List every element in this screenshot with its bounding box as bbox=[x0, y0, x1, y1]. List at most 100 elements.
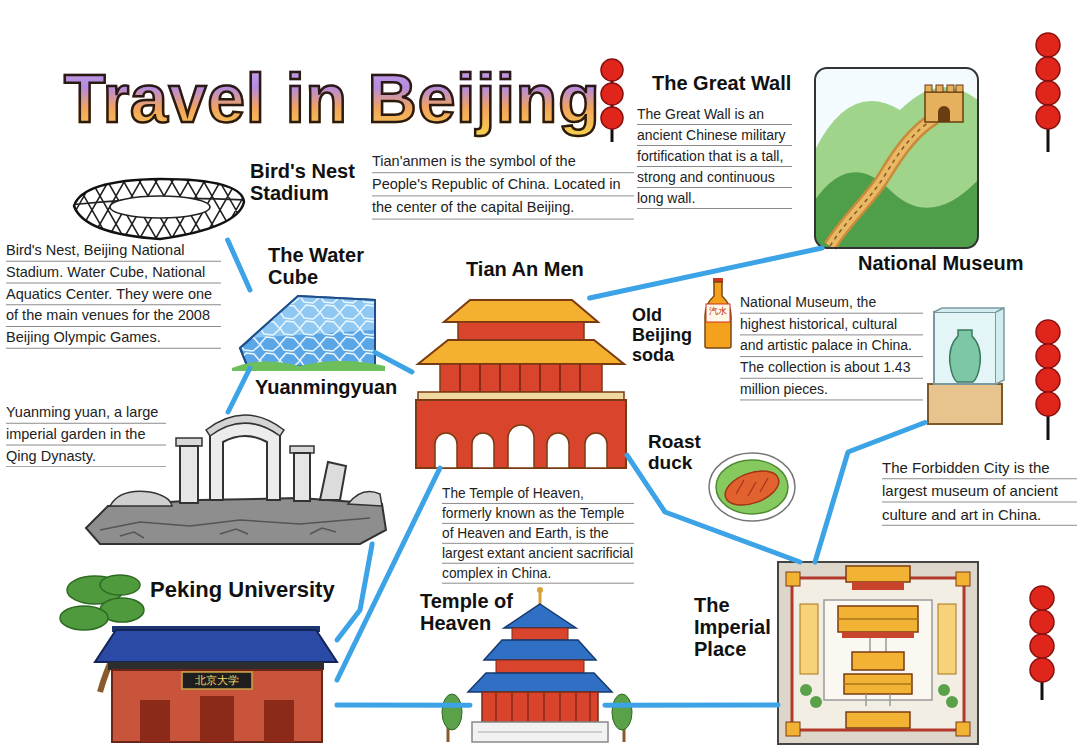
water-cube-drawing bbox=[232, 296, 385, 371]
great-wall-drawing bbox=[830, 118, 935, 246]
imperial-palace-drawing bbox=[956, 572, 970, 586]
imperial-palace-drawing bbox=[838, 606, 918, 632]
imperial-palace-drawing bbox=[792, 578, 964, 730]
description-text: National Museum, the highest historical,… bbox=[740, 292, 923, 401]
tiananmen-drawing bbox=[508, 425, 534, 468]
landmark-heading: Old Beijing soda bbox=[632, 306, 702, 365]
description-text: The Temple of Heaven, formerly known as … bbox=[442, 484, 634, 584]
landmark-node: Roast duck bbox=[710, 452, 795, 522]
imperial-palace-drawing bbox=[824, 600, 932, 700]
candied-haws bbox=[1036, 320, 1060, 344]
yuanmingyuan-ruins bbox=[206, 415, 284, 436]
peking-university-drawing bbox=[112, 670, 322, 742]
landmark-heading: Bird's Nest Stadium bbox=[250, 160, 375, 204]
imperial-palace-drawing bbox=[846, 712, 910, 728]
water-cube-drawing bbox=[232, 361, 385, 371]
yuanmingyuan-ruins bbox=[348, 492, 382, 506]
imperial-palace-drawing bbox=[956, 722, 970, 736]
candied-haws bbox=[1036, 81, 1060, 105]
temple-of-heaven-drawing bbox=[478, 732, 602, 733]
yuanmingyuan-ruins bbox=[176, 438, 202, 446]
description-text: Bird's Nest, Beijing National Stadium. W… bbox=[6, 240, 221, 349]
museum-case-drawing bbox=[934, 308, 1004, 384]
imperial-palace-drawing bbox=[852, 582, 904, 590]
birds-nest-drawing bbox=[110, 196, 210, 218]
imperial-palace-drawing bbox=[800, 604, 818, 674]
candied-haws bbox=[1030, 610, 1054, 634]
roast-duck-drawing bbox=[721, 464, 784, 511]
landmark-heading: Temple of Heaven bbox=[420, 590, 525, 634]
water-cube-drawing bbox=[240, 296, 375, 368]
landmark-node: Tian An Men bbox=[412, 298, 627, 468]
candied-haws bbox=[1030, 658, 1054, 682]
temple-of-heaven-drawing bbox=[468, 673, 612, 692]
peking-university-drawing bbox=[108, 662, 324, 670]
tiananmen-drawing bbox=[444, 300, 598, 322]
great-wall-drawing bbox=[956, 85, 963, 92]
great-wall-drawing bbox=[938, 106, 950, 122]
roast-duck-drawing bbox=[709, 453, 795, 521]
imperial-palace-drawing bbox=[842, 632, 914, 638]
imperial-palace-drawing bbox=[870, 638, 886, 652]
imperial-palace-drawing bbox=[938, 684, 950, 696]
landmark-heading: National Museum bbox=[858, 252, 1063, 274]
landmark-heading: The Great Wall bbox=[652, 72, 812, 94]
candied-haws bbox=[601, 33, 1060, 700]
candied-haws bbox=[1030, 634, 1054, 658]
temple-of-heaven-drawing bbox=[472, 722, 608, 742]
landmark-heading: The Water Cube bbox=[268, 244, 380, 288]
soda-bottle-drawing bbox=[705, 282, 731, 348]
landmark-node: Temple of Heaven bbox=[470, 645, 605, 742]
yuanmingyuan-ruins bbox=[320, 462, 346, 500]
peking-university-drawing bbox=[60, 606, 108, 630]
temple-of-heaven-drawing bbox=[496, 660, 584, 673]
tiananmen-drawing bbox=[472, 433, 494, 468]
temple-of-heaven-drawing bbox=[442, 694, 462, 730]
great-wall-drawing bbox=[936, 85, 943, 92]
bottle-label-text: 汽水 bbox=[706, 306, 730, 317]
great-wall-drawing bbox=[925, 92, 963, 122]
tiananmen-drawing bbox=[547, 433, 569, 468]
museum-case-drawing bbox=[928, 384, 1002, 424]
yuanmingyuan-ruins bbox=[290, 446, 314, 453]
imperial-palace-drawing bbox=[866, 694, 890, 706]
yuanmingyuan-ruins bbox=[110, 491, 172, 506]
candied-haws bbox=[1036, 105, 1060, 129]
imperial-palace-drawing bbox=[938, 604, 956, 674]
imperial-palace-drawing bbox=[846, 566, 910, 582]
temple-of-heaven-drawing bbox=[482, 692, 598, 722]
imperial-palace-drawing bbox=[838, 618, 918, 620]
imperial-palace-drawing bbox=[852, 652, 904, 670]
water-cube-drawing bbox=[240, 296, 375, 368]
great-wall-drawing bbox=[815, 68, 978, 248]
imperial-palace-drawing bbox=[844, 674, 912, 694]
tiananmen-drawing bbox=[460, 364, 580, 392]
imperial-palace-drawing bbox=[786, 722, 800, 736]
imperial-palace-drawing bbox=[778, 562, 978, 744]
landmark-heading: Peking University bbox=[150, 578, 355, 602]
roast-duck-drawing bbox=[709, 453, 795, 521]
great-wall-drawing bbox=[830, 118, 935, 246]
route-line bbox=[605, 703, 778, 708]
great-wall-drawing bbox=[830, 118, 935, 246]
route-line bbox=[228, 368, 250, 412]
temple-of-heaven-drawing bbox=[612, 694, 632, 730]
route-line bbox=[590, 248, 822, 298]
tiananmen-drawing bbox=[435, 433, 457, 468]
tiananmen-drawing bbox=[418, 340, 624, 364]
great-wall-drawing bbox=[947, 85, 954, 92]
soda-bottle-drawing bbox=[705, 278, 731, 348]
description-text: Yuanming yuan, a large imperial garden i… bbox=[6, 402, 166, 467]
landmark-node: National Museum bbox=[925, 308, 1005, 426]
tiananmen-drawing bbox=[440, 364, 602, 392]
museum-case-drawing bbox=[928, 308, 1004, 424]
imperial-palace-drawing bbox=[844, 683, 912, 685]
description-text: Tian'anmen is the symbol of the People's… bbox=[372, 150, 634, 220]
description-text: The Great Wall is an ancient Chinese mil… bbox=[637, 104, 792, 209]
landmark-node: The Imperial Place bbox=[778, 562, 978, 744]
tiananmen-drawing bbox=[416, 400, 626, 468]
temple-of-heaven-drawing bbox=[484, 640, 596, 660]
landmark-node: The Great Wall bbox=[815, 68, 978, 248]
gate-sign-text: 北京大学 bbox=[182, 673, 252, 687]
